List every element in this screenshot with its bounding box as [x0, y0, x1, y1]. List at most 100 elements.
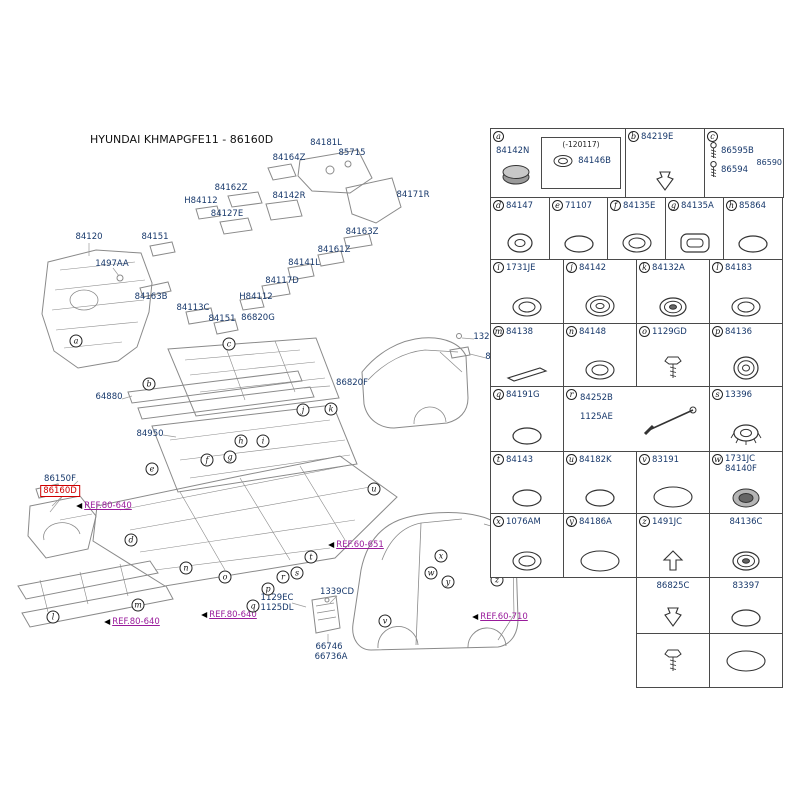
part-number: 86590: [757, 158, 782, 168]
variant-caption: (-120117): [542, 140, 620, 149]
parts-cell-n[interactable]: n84148: [563, 323, 637, 387]
screw_sm-icon: [708, 142, 719, 160]
part-label-84163z: 84163Z: [346, 227, 379, 237]
parts-cell-w[interactable]: w1731JC84140F: [709, 451, 783, 514]
cell-letter-h: h: [726, 200, 737, 211]
callout-w: w: [425, 567, 438, 580]
callout-g: g: [224, 451, 237, 464]
callout-y: y: [442, 576, 455, 589]
part-label-84163b: 84163B: [135, 292, 168, 302]
ref-link-ref-80-640[interactable]: REF.80-640: [76, 501, 132, 511]
parts-cell-m[interactable]: m84138: [490, 323, 564, 387]
parts-cell-y[interactable]: y84186A: [563, 513, 637, 578]
parts-cell-d[interactable]: d84147: [490, 197, 550, 260]
parts-cell-o[interactable]: o1129GD: [636, 323, 710, 387]
part-label-84141l: 84141L: [288, 258, 320, 268]
ref-link-label: REF.60-651: [336, 540, 384, 550]
callout-q: q: [247, 600, 260, 613]
parts-cell-q[interactable]: q84191G: [490, 386, 564, 452]
variant-box: (-120117)84146B: [541, 137, 621, 189]
parts-cell-p[interactable]: p84136: [709, 323, 783, 387]
part-label-84127e: 84127E: [211, 209, 243, 219]
part-number: 84183: [725, 263, 752, 273]
callout-i: i: [257, 435, 270, 448]
part-label-84171r: 84171R: [397, 190, 430, 200]
ref-link-label: REF.80-640: [84, 501, 132, 511]
ref-arrow-icon: [472, 614, 478, 620]
ref-link-ref-60-651[interactable]: REF.60-651: [328, 540, 384, 550]
strip-icon: [504, 364, 550, 382]
cell-letter-p: p: [712, 326, 723, 337]
ref-link-label: REF.60-710: [480, 612, 528, 622]
bolt-icon: [661, 647, 685, 675]
part-number: 86595B: [721, 146, 754, 156]
callout-r: r: [277, 571, 290, 584]
parts-cell-x[interactable]: x1076AM: [490, 513, 564, 578]
oval_sm-icon: [551, 153, 575, 169]
part-number: 13396: [725, 390, 752, 400]
cell-letter-v: v: [639, 454, 650, 465]
parts-cell-e[interactable]: e71107: [549, 197, 608, 260]
part-label-84120: 84120: [75, 232, 102, 242]
parts-cell-u[interactable]: u84182K: [563, 451, 637, 514]
parts-cell-84136c[interactable]: 84136C: [709, 513, 783, 578]
part-label-84162z: 84162Z: [215, 183, 248, 193]
callout-s: s: [291, 567, 304, 580]
part-number: 84142: [579, 263, 606, 273]
ring2-icon: [509, 295, 545, 319]
part-label-84151: 84151: [141, 232, 168, 242]
ref-link-label: REF.80-640: [112, 617, 160, 627]
parts-cell-i[interactable]: i1731JE: [490, 259, 564, 324]
clip-icon: [660, 605, 686, 629]
part-label-64880: 64880: [95, 392, 122, 402]
cell-letter-i: i: [493, 262, 504, 273]
parts-cell-j[interactable]: j84142: [563, 259, 637, 324]
parts-cell-z[interactable]: z1491JC: [636, 513, 710, 578]
parts-cell-r[interactable]: r84252B1125AE: [563, 386, 710, 452]
bolt-icon: [661, 354, 685, 382]
parts-cell-k[interactable]: k84132A: [636, 259, 710, 324]
ref-link-ref-80-640[interactable]: REF.80-640: [201, 610, 257, 620]
parts-cell-c[interactable]: c86595B8659486590: [704, 128, 784, 198]
parts-cell-83397[interactable]: 83397: [709, 577, 783, 634]
parts-cell-g[interactable]: g84135A: [665, 197, 724, 260]
parts-cell-l[interactable]: l84183: [709, 259, 783, 324]
ref-link-ref-80-640[interactable]: REF.80-640: [104, 617, 160, 627]
clip-icon: [652, 169, 678, 193]
grommet_dark-icon: [729, 486, 763, 510]
disc-icon: [731, 354, 761, 382]
callout-e: e: [146, 463, 159, 476]
part-label-84161z: 84161Z: [318, 245, 351, 255]
parts-cell-t[interactable]: t84143: [490, 451, 564, 514]
part-number: 86594: [721, 165, 748, 175]
part-number: 85864: [739, 201, 766, 211]
part-number: 84143: [506, 455, 533, 465]
parts-cell-86825c[interactable]: 86825C: [636, 577, 710, 634]
callout-t: t: [305, 551, 318, 564]
ring2-icon: [509, 549, 545, 573]
callout-u: u: [368, 483, 381, 496]
parts-cell-bigoval[interactable]: [709, 633, 783, 688]
parts-cell-v[interactable]: v83191: [636, 451, 710, 514]
part-label-84117d: 84117D: [265, 276, 299, 286]
parts-cell-f[interactable]: f84135E: [607, 197, 666, 260]
oval-icon: [728, 607, 764, 629]
part-label-86820f: 86820F: [336, 378, 368, 388]
ring2-icon: [582, 358, 618, 382]
part-number: 1731JE: [506, 263, 536, 273]
ref-link-ref-60-710[interactable]: REF.60-710: [472, 612, 528, 622]
rod-icon: [641, 402, 701, 436]
part-label-84950: 84950: [136, 429, 163, 439]
parts-cell-bolt[interactable]: [636, 633, 710, 688]
parts-cell-h[interactable]: h85864: [723, 197, 783, 260]
part-number: 84136C: [730, 517, 763, 527]
part-number: 1129GD: [652, 327, 687, 337]
parts-cell-s[interactable]: s13396: [709, 386, 783, 452]
parts-cell-a[interactable]: a84142N(-120117)84146B: [490, 128, 626, 198]
part-number: 84135E: [623, 201, 655, 211]
cell-letter-b: b: [628, 131, 639, 142]
part-number: 71107: [565, 201, 592, 211]
nut-icon: [729, 421, 763, 447]
part-label-86150f: 86150F: [44, 474, 76, 484]
parts-cell-b[interactable]: b84219E: [625, 128, 705, 198]
